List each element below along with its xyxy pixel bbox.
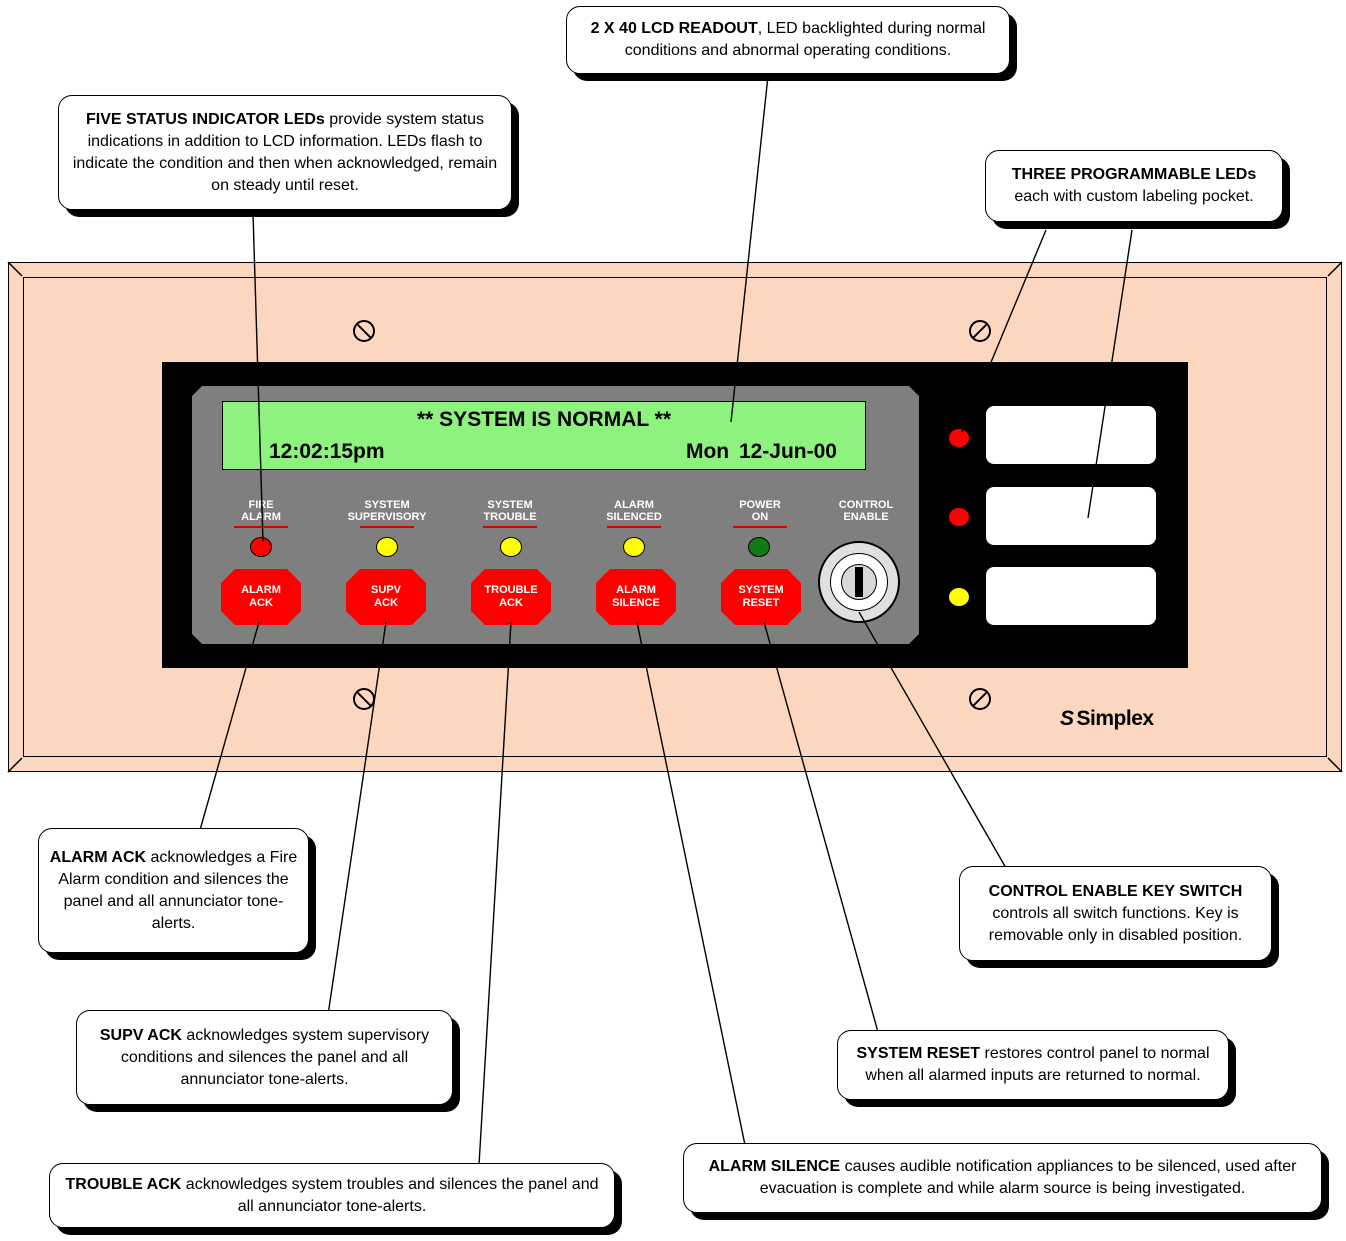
simplex-logo-mark: S [1060,707,1074,730]
screw-icon [353,688,375,710]
alarm-silence-button[interactable]: ALARM SILENCE [596,569,676,625]
trouble-ack-button[interactable]: TROUBLE ACK [471,569,551,625]
indicator-underline [733,526,787,528]
indicator-underline [360,526,414,528]
fire-alarm-led [250,537,272,557]
alarm-silenced-led [623,537,645,557]
control-enable-key-switch[interactable] [818,541,900,623]
indicator-label-fire-alarm: FIRE ALARM [241,499,281,523]
indicator-underline [483,526,537,528]
supv-ack-button[interactable]: SUPV ACK [346,569,426,625]
callout-status-leds: FIVE STATUS INDICATOR LEDs provide syste… [58,95,512,210]
labeling-pocket-2 [986,487,1156,545]
lcd-status-line: ** SYSTEM IS NORMAL ** [417,408,671,431]
callout-alarm-ack: ALARM ACK acknowledges a Fire Alarm cond… [38,828,309,953]
power-on-led [748,537,770,557]
key-icon [841,564,877,600]
callout-alarm-silence: ALARM SILENCE causes audible notificatio… [683,1143,1322,1213]
indicator-label-system-trouble: SYSTEM TROUBLE [483,499,537,523]
key-slot [855,567,863,597]
programmable-led-2 [948,507,970,527]
indicator-underline [607,526,661,528]
indicator-label-alarm-silenced: ALARM SILENCED [606,499,662,523]
labeling-pocket-1 [986,406,1156,464]
alarm-ack-button[interactable]: ALARM ACK [221,569,301,625]
screw-icon [969,320,991,342]
system-reset-button[interactable]: SYSTEM RESET [721,569,801,625]
labeling-pocket-3 [986,567,1156,625]
programmable-led-1 [948,428,970,448]
key-cylinder [830,553,888,611]
lcd-date: Mon 12-Jun-00 [685,440,837,463]
lcd-time: 12:02:15pm [269,440,385,463]
callout-supv-ack: SUPV ACK acknowledges system supervisory… [76,1010,453,1105]
callout-system-reset: SYSTEM RESET restores control panel to n… [837,1030,1229,1100]
lcd-readout: ** SYSTEM IS NORMAL ** 12:02:15pm Mon 12… [222,401,866,470]
indicator-label-power-on: POWER ON [739,499,781,523]
indicator-underline [234,526,288,528]
simplex-logo-text: Simplex [1076,707,1155,730]
indicator-label-system-supervisory: SYSTEM SUPERVISORY [347,499,427,523]
callout-lcd-readout: 2 X 40 LCD READOUT, LED backlighted duri… [566,6,1010,74]
screw-icon [353,320,375,342]
trouble-led [500,537,522,557]
programmable-led-3 [948,587,970,607]
control-enable-label: CONTROL ENABLE [838,499,894,523]
callout-trouble-ack: TROUBLE ACK acknowledges system troubles… [49,1163,615,1228]
screw-icon [969,688,991,710]
supervisory-led [376,537,398,557]
